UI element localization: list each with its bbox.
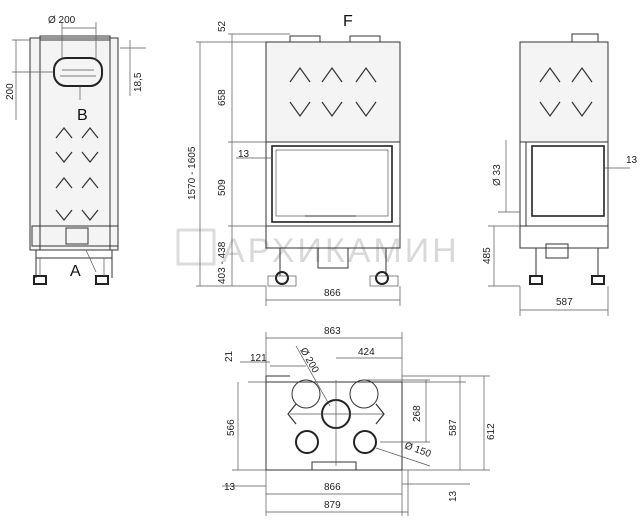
plan-off-121-label: 121 [250, 353, 267, 364]
front-glass-509-label: 509 [217, 179, 228, 196]
plan-dia-200-label: Ø 200 [297, 346, 320, 375]
watermark-text: АРХИКАМИН [222, 232, 460, 270]
right-frame-13-label: 13 [626, 155, 638, 166]
right-dia-33-label: Ø 33 [492, 164, 503, 186]
plan-depth-612-label: 612 [486, 423, 497, 440]
front-overall-label: 1570 - 1605 [187, 146, 198, 200]
right-h-485-label: 485 [482, 247, 493, 264]
plan-off-424-label: 424 [358, 347, 375, 358]
plan-view [222, 332, 490, 516]
plan-bottom-879-label: 879 [324, 500, 341, 511]
label-B: B [77, 107, 88, 124]
plan-left-13-label: 13 [224, 482, 236, 493]
front-view [196, 33, 401, 306]
plan-dist-268-label: 268 [412, 405, 423, 422]
front-top-52-label: 52 [217, 20, 228, 32]
plan-depth-566-label: 566 [226, 419, 237, 436]
plan-dia-150-label: Ø 150 [403, 440, 433, 460]
front-legs-label: 403 - 438 [217, 241, 228, 284]
side-view-left [12, 22, 146, 285]
plan-right-13-label: 13 [448, 490, 459, 502]
plan-bottom-866-label: 866 [324, 482, 341, 493]
label-A: A [70, 263, 81, 280]
plan-off-21-label: 21 [224, 350, 235, 362]
plan-top-863-label: 863 [324, 326, 341, 337]
front-frame-13-label: 13 [238, 149, 250, 160]
label-F: F [343, 13, 353, 30]
right-depth-587-label: 587 [556, 297, 573, 308]
left-dia-200-label: Ø 200 [48, 15, 76, 26]
front-width-866-label: 866 [324, 288, 341, 299]
plan-depth-587-label: 587 [448, 419, 459, 436]
watermark: АРХИКАМИН [176, 228, 460, 270]
left-h-200-label: 200 [5, 83, 16, 100]
left-h-18-5-label: 18,5 [133, 72, 144, 92]
front-upper-658-label: 658 [217, 89, 228, 106]
side-view-right [488, 33, 630, 316]
